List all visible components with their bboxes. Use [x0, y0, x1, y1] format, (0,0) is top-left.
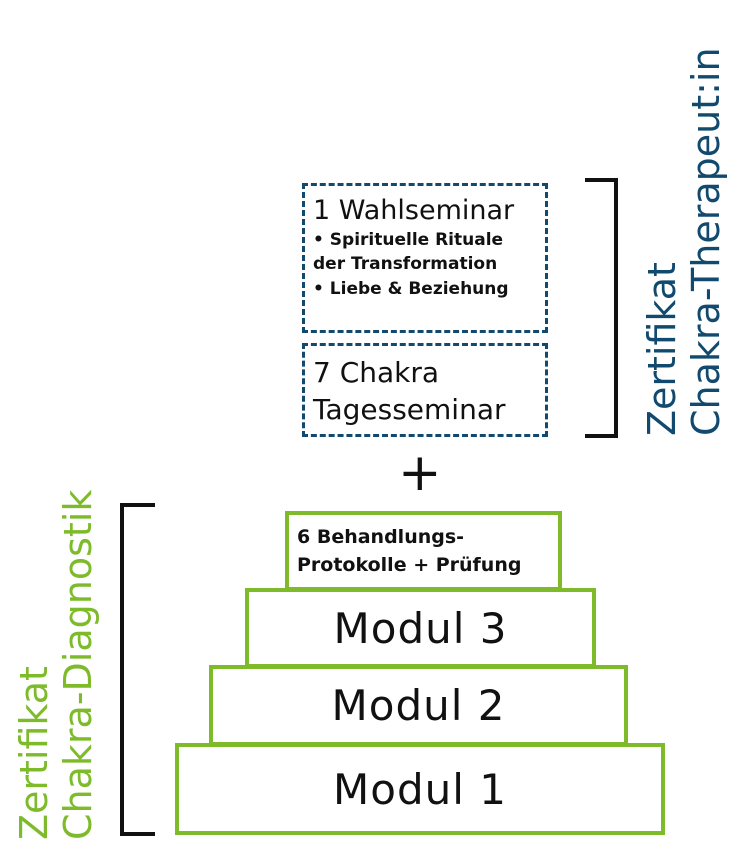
therapist-bracket	[585, 178, 618, 438]
elective-item: • Liebe & Beziehung	[313, 279, 509, 299]
module-2: Modul 2	[209, 665, 628, 746]
protocols-line1: 6 Behandlungs-	[297, 526, 465, 548]
module-1-label: Modul 1	[333, 764, 507, 814]
module-3: Modul 3	[245, 588, 596, 668]
elective-item: • Spirituelle Rituale der Transformation	[313, 230, 504, 274]
therapist-certificate-label: Zertifikat Chakra-Therapeut:in	[640, 12, 728, 436]
plus-sign: +	[398, 443, 442, 503]
diagnostic-certificate-label: Zertifikat Chakra-Diagnostik	[12, 462, 100, 840]
certificate-line1: Zertifikat	[640, 262, 684, 436]
diagnostic-bracket	[120, 503, 155, 836]
day-seminar-line1: 7 Chakra	[313, 356, 440, 389]
module-3-label: Modul 3	[333, 603, 508, 653]
certificate-line2: Chakra-Diagnostik	[56, 489, 100, 840]
module-1: Modul 1	[175, 743, 665, 835]
module-2-label: Modul 2	[331, 681, 506, 730]
protocols-box: 6 Behandlungs- Protokolle + Prüfung	[285, 511, 562, 591]
day-seminar-line2: Tagesseminar	[313, 393, 506, 426]
certificate-line1: Zertifikat	[12, 666, 56, 840]
protocols-line2: Protokolle + Prüfung	[297, 554, 522, 576]
elective-seminar-box: 1 Wahlseminar • Spirituelle Rituale der …	[302, 183, 548, 333]
elective-title: 1 Wahlseminar	[313, 195, 515, 226]
day-seminar-box: 7 Chakra Tagesseminar	[302, 343, 548, 437]
certificate-line2: Chakra-Therapeut:in	[684, 47, 728, 436]
